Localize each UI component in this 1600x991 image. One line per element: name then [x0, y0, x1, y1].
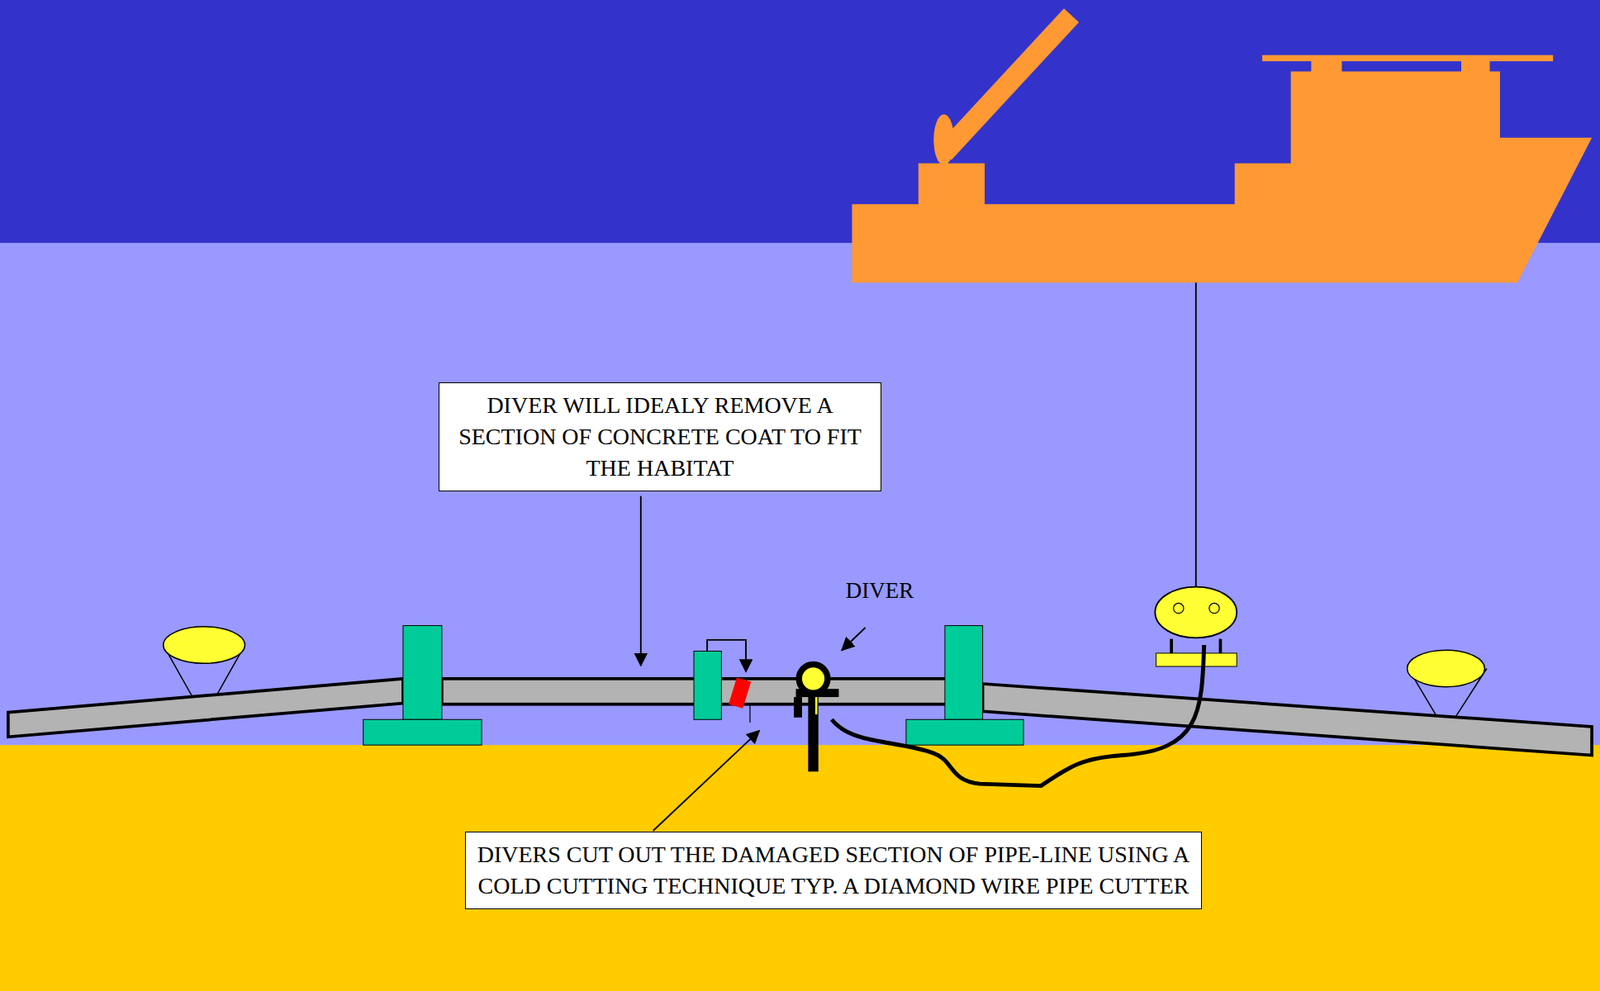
- support-vessel: [852, 15, 1593, 284]
- diamond-wire-cutter: [728, 678, 751, 709]
- pipeline: [8, 678, 1592, 756]
- leader-line: [707, 640, 746, 672]
- habitat-clamp: [693, 650, 722, 720]
- leader-line: [653, 731, 760, 831]
- leader-line: [841, 627, 865, 651]
- callout-text: DIVERS CUT OUT THE DAMAGED SECTION OF PI…: [475, 839, 1192, 903]
- diving-bell: [1154, 587, 1237, 667]
- seabed: [0, 745, 1600, 991]
- diver-figure: [793, 664, 839, 773]
- callout-box: DIVER WILL IDEALY REMOVE A SECTION OF CO…: [438, 382, 882, 492]
- diver-umbilical: [831, 645, 1205, 787]
- leader-line: [640, 496, 642, 666]
- pipe-support: [363, 626, 482, 746]
- callout-text: DIVER WILL IDEALY REMOVE A SECTION OF CO…: [449, 389, 871, 485]
- cut-line: [749, 704, 751, 723]
- bell-cable: [1195, 282, 1197, 589]
- callout-box: DIVERS CUT OUT THE DAMAGED SECTION OF PI…: [465, 831, 1202, 910]
- sea-water: [0, 242, 1600, 746]
- pipe-support: [906, 626, 1024, 746]
- diver-label: DIVER: [845, 578, 915, 604]
